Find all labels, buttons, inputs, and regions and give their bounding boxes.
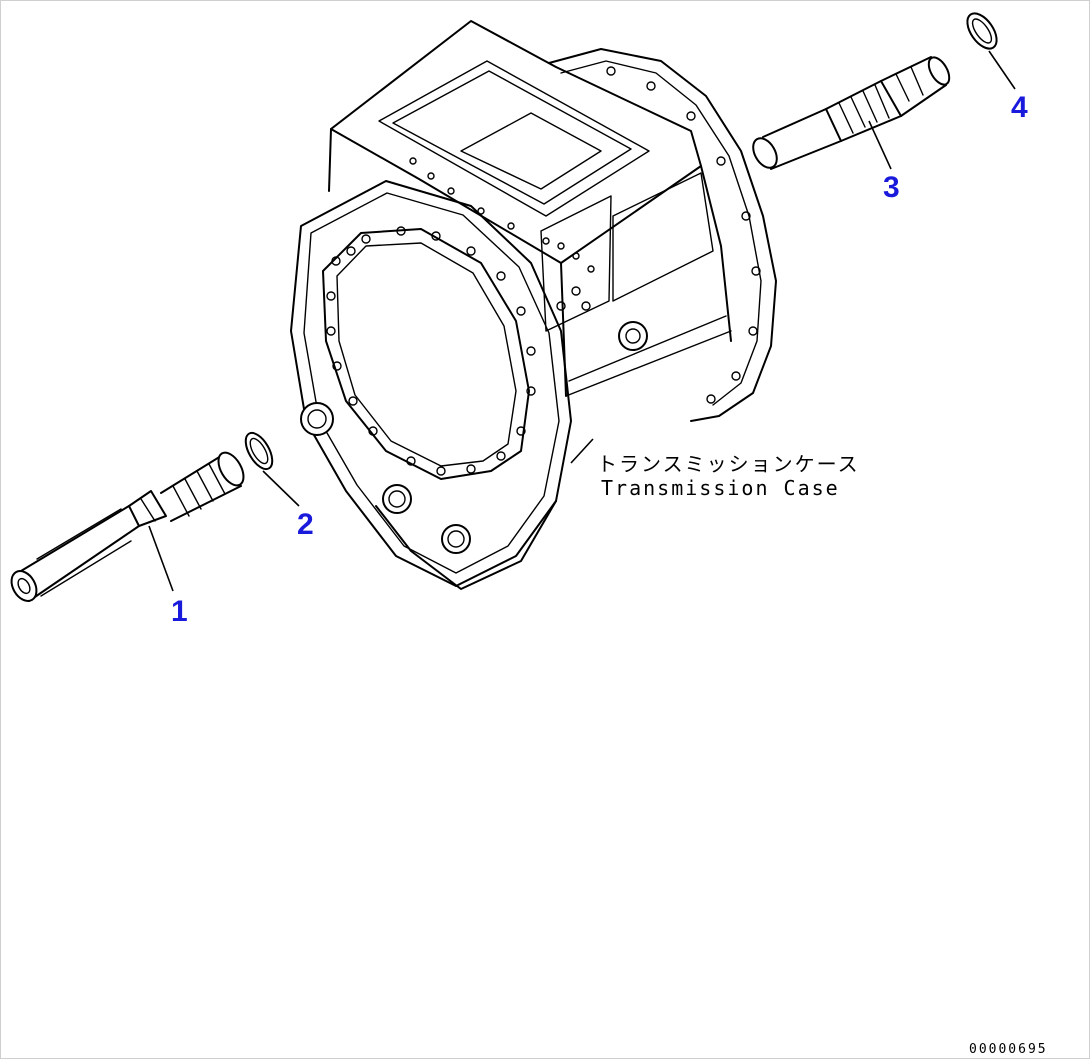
part-2-snap-ring	[244, 431, 274, 471]
part-1-shaft	[10, 451, 245, 602]
document-code: 00000695	[969, 1042, 1048, 1057]
svg-text:2: 2	[297, 508, 314, 541]
case-label-english: Transmission Case	[601, 476, 840, 500]
transmission-case	[290, 20, 777, 590]
port-boss	[441, 524, 471, 554]
port-boss	[618, 321, 648, 351]
callout-4: 4	[988, 50, 1028, 124]
svg-text:1: 1	[171, 595, 188, 628]
port-boss	[382, 484, 412, 514]
case-label-japanese: トランスミッションケース	[597, 452, 860, 476]
callout-1: 1	[148, 525, 188, 628]
svg-text:3: 3	[883, 171, 900, 204]
case-label: トランスミッションケース Transmission Case	[570, 438, 860, 500]
svg-text:4: 4	[1011, 91, 1028, 124]
port-boss	[300, 402, 334, 436]
callout-2: 2	[262, 470, 314, 541]
callout-3: 3	[868, 120, 900, 204]
part-3-shaft	[752, 56, 951, 170]
part-4-snap-ring	[966, 12, 998, 50]
